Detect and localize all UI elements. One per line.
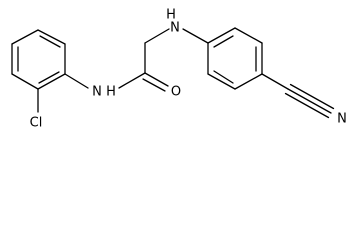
chlorine-atom: Cl xyxy=(30,116,43,131)
bond-ch2-n xyxy=(144,28,170,44)
double-bond-inner xyxy=(39,35,61,48)
bond-carbonyl-o xyxy=(144,72,169,87)
cyanophenyl-ring xyxy=(207,27,263,90)
bond-ring-n xyxy=(64,73,89,89)
bond-n-carbonyl xyxy=(118,72,146,89)
bond xyxy=(207,73,236,90)
double-bond-inner xyxy=(213,70,234,84)
bond xyxy=(234,73,263,90)
bond xyxy=(284,92,330,119)
bond xyxy=(289,83,335,110)
bond-ring-nitrile-c xyxy=(261,73,289,90)
amide-nitrogen-atom: N xyxy=(92,85,102,100)
bond xyxy=(11,29,39,45)
double-bond-inner xyxy=(213,35,234,48)
bond xyxy=(207,27,236,44)
bond xyxy=(287,88,332,114)
carbonyl-oxygen-atom: O xyxy=(171,85,181,100)
amine-nitrogen-atom: N xyxy=(170,21,180,36)
amide-hydrogen-atom: H xyxy=(106,85,116,100)
amine-hydrogen-atom: H xyxy=(166,8,176,23)
molecule-diagram: Cl N H O H N N xyxy=(11,8,347,131)
bond xyxy=(37,29,66,45)
nitrile-triple-bond xyxy=(284,83,335,119)
chlorophenyl-ring xyxy=(11,29,66,90)
bond xyxy=(11,73,39,90)
bond xyxy=(234,27,263,44)
double-bond-inner xyxy=(38,71,60,84)
nitrile-nitrogen-atom: N xyxy=(337,112,347,127)
bond xyxy=(37,73,66,90)
bond-carbonyl-o-second xyxy=(142,78,166,92)
bond-n-ring xyxy=(182,28,209,44)
